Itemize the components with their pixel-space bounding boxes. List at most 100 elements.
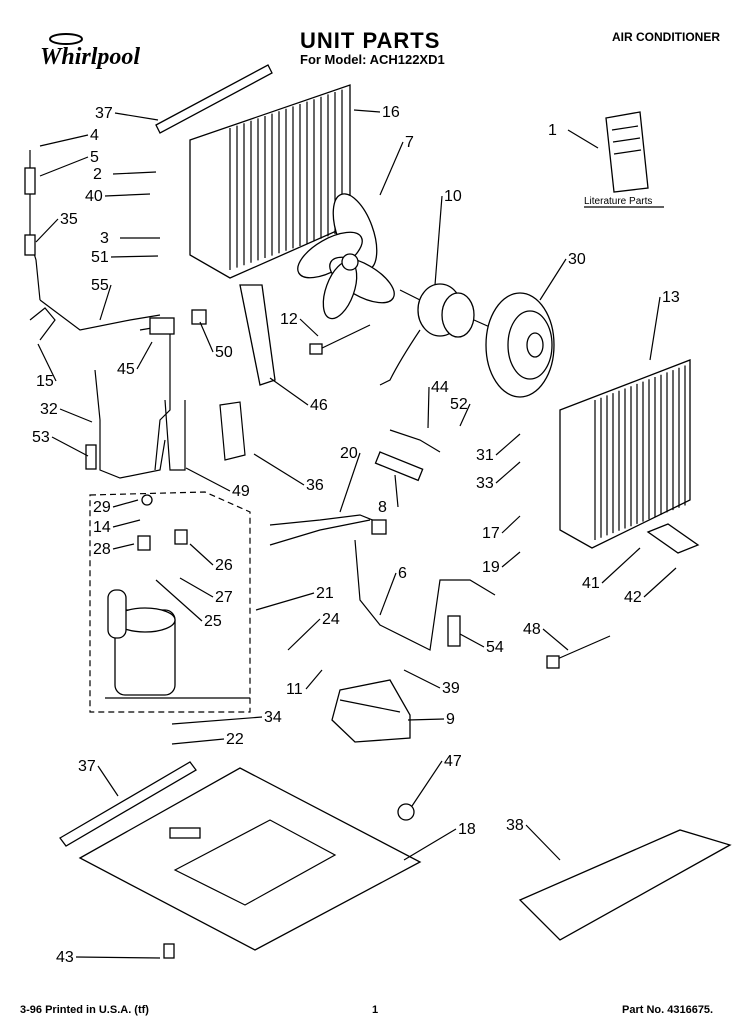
leader-line-42 bbox=[643, 567, 677, 598]
leader-line-47 bbox=[411, 760, 443, 807]
callout-45: 45 bbox=[117, 361, 135, 378]
leader-line-37 bbox=[97, 765, 119, 797]
leader-line-12 bbox=[299, 318, 319, 337]
leader-line-27 bbox=[179, 577, 214, 598]
literature-label: Literature Parts bbox=[584, 196, 652, 207]
callout-17: 17 bbox=[482, 525, 500, 542]
leader-line-48 bbox=[542, 628, 569, 651]
leader-line-9 bbox=[407, 718, 445, 721]
condenser-coil bbox=[189, 84, 351, 279]
callout-52: 52 bbox=[450, 396, 468, 413]
leader-line-15 bbox=[37, 343, 57, 382]
leader-line-26 bbox=[189, 543, 214, 566]
discharge-loop bbox=[164, 399, 246, 471]
callout-7: 7 bbox=[405, 134, 414, 151]
condenser-fan-blade bbox=[297, 193, 395, 320]
leader-line-14 bbox=[112, 519, 141, 528]
leader-line-37 bbox=[114, 112, 159, 121]
callout-47: 47 bbox=[444, 753, 462, 770]
callout-48: 48 bbox=[523, 621, 541, 638]
callout-54: 54 bbox=[486, 639, 504, 656]
leader-line-21 bbox=[255, 592, 315, 611]
callout-2: 2 bbox=[93, 166, 102, 183]
valve-assembly bbox=[149, 309, 207, 335]
leader-line-25 bbox=[155, 579, 203, 622]
leader-line-11 bbox=[305, 669, 323, 690]
callout-44: 44 bbox=[431, 379, 449, 396]
leader-line-39 bbox=[403, 669, 441, 689]
leader-line-33 bbox=[495, 461, 521, 484]
callout-4: 4 bbox=[90, 127, 99, 144]
callout-51: 51 bbox=[91, 249, 109, 266]
callout-34: 34 bbox=[264, 709, 282, 726]
mounting-rail-lower bbox=[59, 761, 197, 847]
leader-line-54 bbox=[459, 633, 485, 648]
callout-10: 10 bbox=[444, 188, 462, 205]
page-number: 1 bbox=[372, 1004, 379, 1016]
cable-tie-upper bbox=[309, 324, 371, 355]
drain-pan bbox=[518, 829, 732, 941]
callout-25: 25 bbox=[204, 613, 222, 630]
leader-line-7 bbox=[379, 141, 404, 196]
drain-grommet bbox=[397, 803, 415, 821]
wire-harness bbox=[269, 514, 387, 546]
brand-wordmark: Whirlpool bbox=[40, 44, 140, 70]
leader-line-43 bbox=[75, 956, 161, 959]
deflector-bracket bbox=[646, 523, 700, 554]
callout-26: 26 bbox=[215, 557, 233, 574]
leader-line-17 bbox=[501, 515, 521, 534]
fan-motor bbox=[379, 283, 493, 386]
compressor-assembly bbox=[89, 491, 251, 713]
leader-line-45 bbox=[136, 341, 153, 370]
callout-55: 55 bbox=[91, 277, 109, 294]
callout-21: 21 bbox=[316, 585, 334, 602]
callout-3: 3 bbox=[100, 230, 109, 247]
leader-line-8 bbox=[394, 474, 399, 508]
callout-29: 29 bbox=[93, 499, 111, 516]
callout-27: 27 bbox=[215, 589, 233, 606]
callout-5: 5 bbox=[90, 149, 99, 166]
insulation-sleeve bbox=[374, 451, 424, 482]
leader-line-24 bbox=[287, 618, 321, 651]
leader-line-41 bbox=[601, 547, 641, 584]
leader-line-32 bbox=[59, 408, 93, 423]
cable-tie-lower bbox=[546, 635, 611, 669]
leader-line-22 bbox=[171, 738, 225, 745]
leader-line-19 bbox=[501, 551, 521, 568]
callout-32: 32 bbox=[40, 401, 58, 418]
leader-line-4 bbox=[39, 134, 89, 147]
callout-43: 43 bbox=[56, 949, 74, 966]
leader-line-40 bbox=[104, 193, 151, 197]
callout-19: 19 bbox=[482, 559, 500, 576]
callout-22: 22 bbox=[226, 731, 244, 748]
leader-line-38 bbox=[525, 824, 561, 861]
blower-wheel bbox=[485, 292, 555, 398]
callout-28: 28 bbox=[93, 541, 111, 558]
callout-9: 9 bbox=[446, 711, 455, 728]
literature-booklet: Literature Parts bbox=[584, 111, 664, 208]
leader-line-34 bbox=[171, 716, 263, 725]
leader-line-28 bbox=[112, 543, 135, 550]
callout-39: 39 bbox=[442, 680, 460, 697]
model-line: For Model: ACH122XD1 bbox=[300, 52, 445, 67]
leader-line-18 bbox=[403, 828, 457, 861]
callout-37: 37 bbox=[95, 105, 113, 122]
callout-53: 53 bbox=[32, 429, 50, 446]
callout-12: 12 bbox=[280, 311, 298, 328]
callout-49: 49 bbox=[232, 483, 250, 500]
leader-line-53 bbox=[51, 436, 89, 457]
callout-50: 50 bbox=[215, 344, 233, 361]
base-pan bbox=[78, 767, 422, 951]
callout-20: 20 bbox=[340, 445, 358, 462]
part-number: Part No. 4316675. bbox=[622, 1004, 714, 1016]
tube-part-44 bbox=[389, 429, 441, 453]
leader-line-36 bbox=[253, 453, 305, 486]
callout-14: 14 bbox=[93, 519, 111, 536]
callout-15: 15 bbox=[36, 373, 54, 390]
callout-13: 13 bbox=[662, 289, 680, 306]
callout-18: 18 bbox=[458, 821, 476, 838]
callout-36: 36 bbox=[306, 477, 324, 494]
leader-line-46 bbox=[269, 377, 309, 406]
callout-11: 11 bbox=[286, 681, 303, 698]
